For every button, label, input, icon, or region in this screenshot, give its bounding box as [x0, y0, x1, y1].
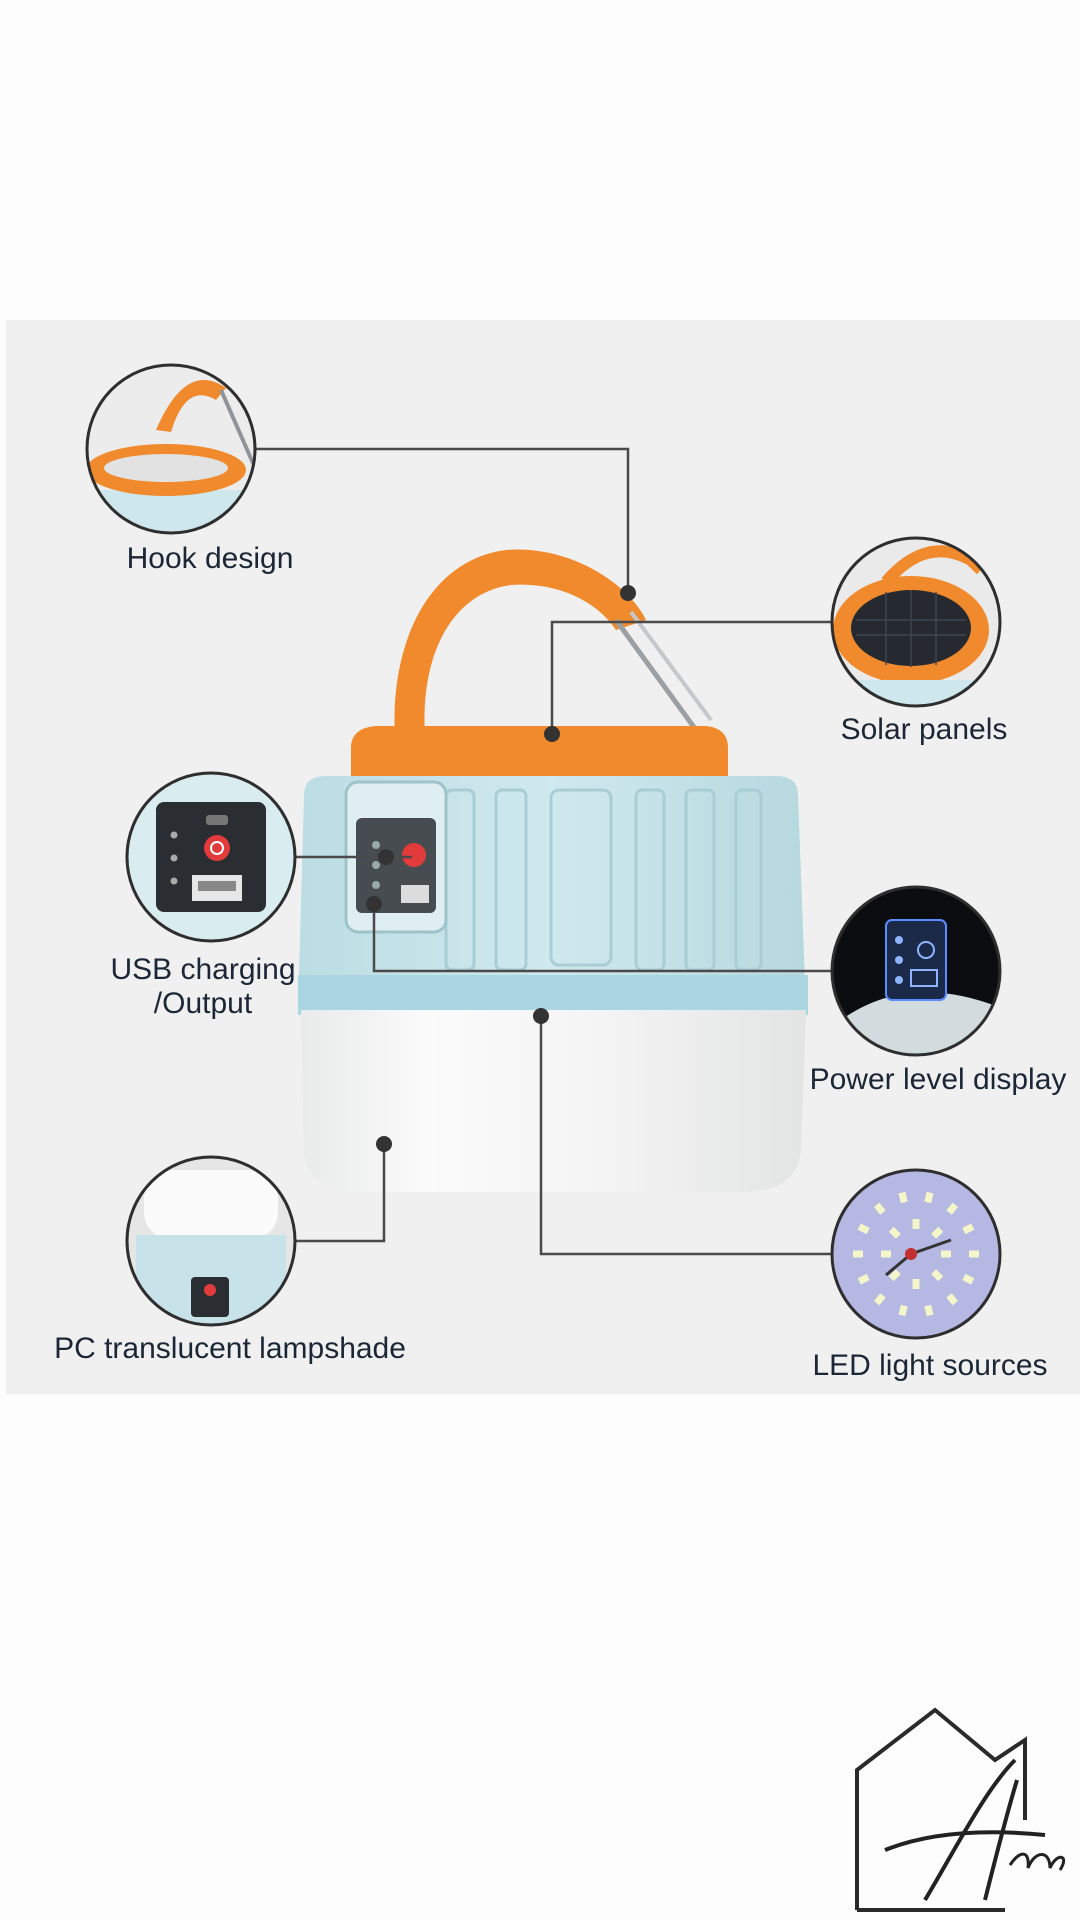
lampshade-detail-icon — [125, 1155, 297, 1327]
solar-panel-detail-icon — [830, 536, 1002, 708]
solar-panels-label: Solar panels — [840, 713, 1008, 746]
hook-callout-line — [255, 447, 630, 593]
led-callout-line — [539, 1016, 832, 1256]
lamp-carabiner — [613, 618, 699, 732]
usb-charging-label-line2: /Output — [153, 987, 253, 1020]
house-signature-logo-icon — [855, 1707, 1066, 1912]
hook-design-label: Hook design — [126, 542, 294, 575]
callout-lines — [255, 447, 832, 1256]
callout-dots — [366, 585, 636, 1152]
hook-detail-icon — [85, 363, 257, 535]
lamp-handle — [394, 549, 646, 750]
power-callout-line — [372, 904, 832, 973]
lampshade-label: PC translucent lampshade — [54, 1332, 406, 1365]
lamp-illustration — [85, 363, 1002, 1340]
solar-callout-line — [550, 620, 832, 734]
led-sources-label: LED light sources — [812, 1349, 1048, 1382]
usb-charging-label: USB charging /Output — [110, 953, 295, 1021]
power-level-detail-icon — [830, 885, 1002, 1057]
product-infographic: Hook design Solar panels USB charging /O… — [6, 320, 1080, 1394]
power-level-label: Power level display — [809, 1063, 1067, 1096]
usb-charging-label-line1: USB charging — [110, 953, 296, 986]
lamp-top-ring — [351, 726, 728, 778]
led-array-detail-icon — [830, 1168, 1002, 1340]
usb-port-detail-icon — [125, 771, 297, 943]
shade-callout-line — [295, 1144, 386, 1243]
lamp-shade — [301, 1010, 806, 1192]
